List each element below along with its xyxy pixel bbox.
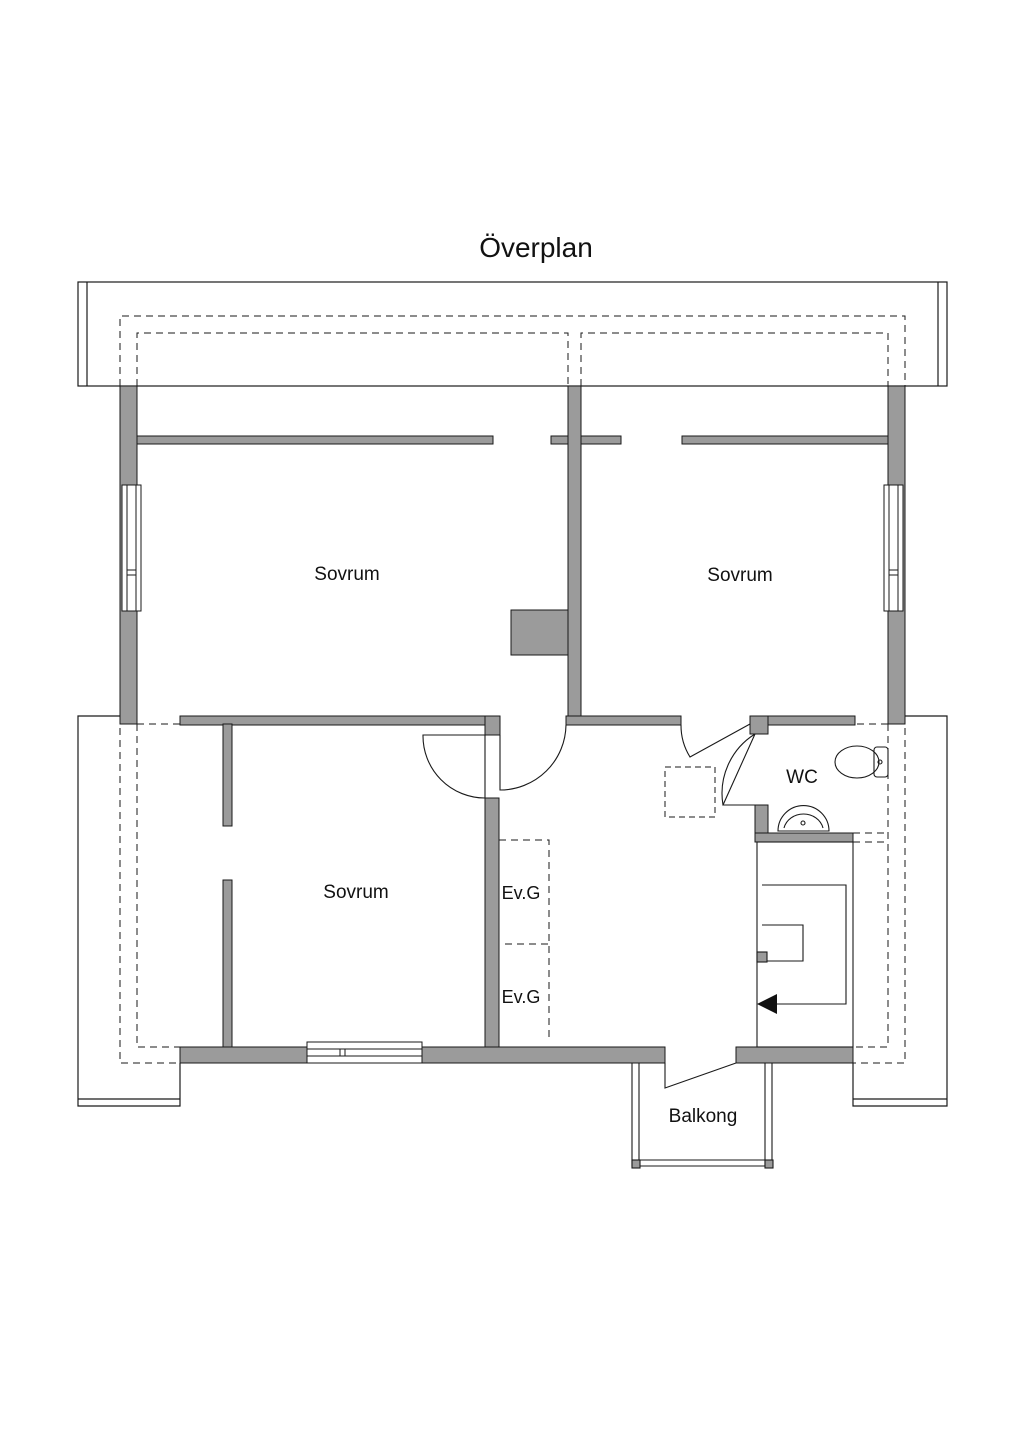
wall-bedroom-right [484, 797, 500, 1049]
door-swing-balcony [664, 1062, 737, 1089]
window-right-upper [883, 484, 904, 612]
window-bottom [306, 1041, 423, 1064]
wardrobe-label-1: Ev.G [502, 883, 541, 903]
staircase [756, 841, 854, 1048]
roof-overhang-top [77, 281, 948, 387]
wall-left-lower [222, 723, 233, 827]
attic-hatch [664, 766, 716, 818]
door-swing-wc [722, 733, 756, 806]
door-swing-bedroom-right [680, 723, 751, 758]
plan-title: Överplan [479, 232, 593, 263]
room-label-sovrum-lower: Sovrum [323, 882, 388, 903]
wall-center-upper [567, 385, 582, 725]
room-label-balkong: Balkong [669, 1106, 738, 1127]
window-left-upper [121, 484, 142, 612]
roof-eave-dashed-top [119, 315, 906, 386]
roof-overhang-left [77, 715, 181, 1107]
wardrobe-label-2: Ev.G [502, 987, 541, 1007]
balcony [631, 1063, 774, 1169]
stair-direction-arrow-icon [757, 994, 777, 1014]
room-label-sovrum-upper-left: Sovrum [314, 564, 379, 585]
door-swing-hall [499, 724, 567, 791]
roof-eave-dashed-wings [119, 716, 906, 1064]
walls [119, 385, 906, 1064]
door-swing-bedroom-lower [422, 734, 486, 799]
doors [422, 723, 756, 1089]
toilet-icon [834, 745, 889, 779]
room-label-wc: WC [786, 767, 818, 788]
sink-icon [777, 804, 830, 832]
room-label-sovrum-upper-right: Sovrum [707, 565, 772, 586]
wardrobes [499, 839, 550, 1040]
roof-overhang-right [852, 715, 948, 1107]
